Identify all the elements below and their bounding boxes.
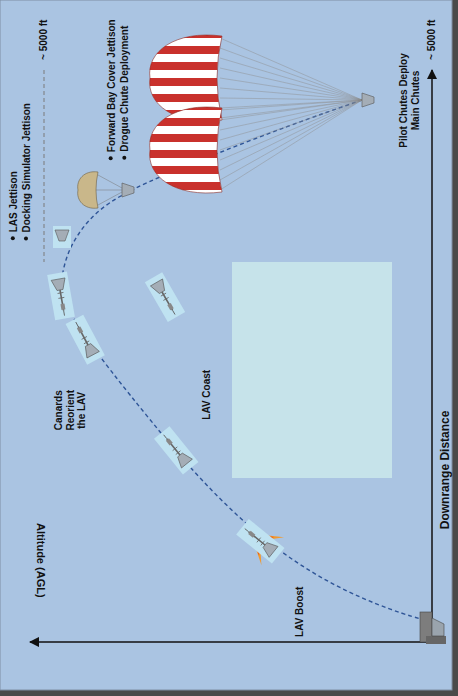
descent-path (60, 100, 362, 295)
annotation-text: LAV Coast (201, 370, 212, 420)
drogue-chute (78, 172, 134, 209)
annotation-label: Pilot Chutes Deploy Main Chutes (398, 44, 421, 156)
annotation-text: Docking Simulator Jettison (21, 103, 32, 232)
lav-coast (154, 426, 198, 474)
bullet-dot (24, 236, 28, 240)
annotation-label: Altitude (AGL) (34, 523, 47, 598)
downrange-axis (431, 70, 433, 642)
annotation-label: Forward Bay Cover Jettison (106, 19, 118, 160)
launch-pad (420, 612, 446, 644)
blank-panel (232, 262, 392, 478)
bullet-dot (109, 156, 113, 160)
annotation-label: Docking Simulator Jettison (21, 103, 33, 240)
annotation-label: ~ 5000 ft (38, 20, 50, 60)
annotation-label: LAV Coast (201, 370, 213, 420)
lav-boost (236, 519, 284, 563)
annotation-label: LAS Jettison (8, 171, 20, 240)
bullet-dot (122, 156, 126, 160)
bullet-dot (11, 236, 15, 240)
main-chutes (140, 28, 374, 200)
annotation-text: ~ 5000 ft (38, 20, 49, 60)
lav-tumbling (145, 272, 185, 322)
annotation-label: Canards Reorient the LAV (53, 384, 88, 436)
annotation-text: Pilot Chutes Deploy Main Chutes (398, 53, 421, 147)
ascent-path (60, 295, 432, 622)
annotation-text: ~ 5000 ft (426, 20, 437, 60)
capsule-after-jettison (53, 226, 71, 248)
annotation-text: Canards Reorient the LAV (53, 390, 87, 431)
annotation-text: LAV Boost (294, 587, 305, 637)
lav-canards (66, 315, 105, 365)
annotation-text: Drogue Chute Deployment (119, 26, 130, 152)
annotation-text: Downrange Distance (438, 411, 452, 530)
annotation-text: Forward Bay Cover Jettison (106, 19, 117, 152)
lav-reoriented (47, 272, 75, 321)
sky-ground (0, 0, 452, 690)
annotation-label: ~ 5000 ft (426, 20, 438, 60)
annotation-text: LAS Jettison (8, 171, 19, 232)
annotation-text: Altitude (AGL) (34, 523, 46, 598)
annotation-label: LAV Boost (294, 587, 306, 637)
annotation-label: Drogue Chute Deployment (119, 26, 131, 160)
altitude-reference-line (44, 70, 45, 262)
annotation-label: Downrange Distance (439, 411, 453, 530)
altitude-axis (30, 641, 432, 643)
